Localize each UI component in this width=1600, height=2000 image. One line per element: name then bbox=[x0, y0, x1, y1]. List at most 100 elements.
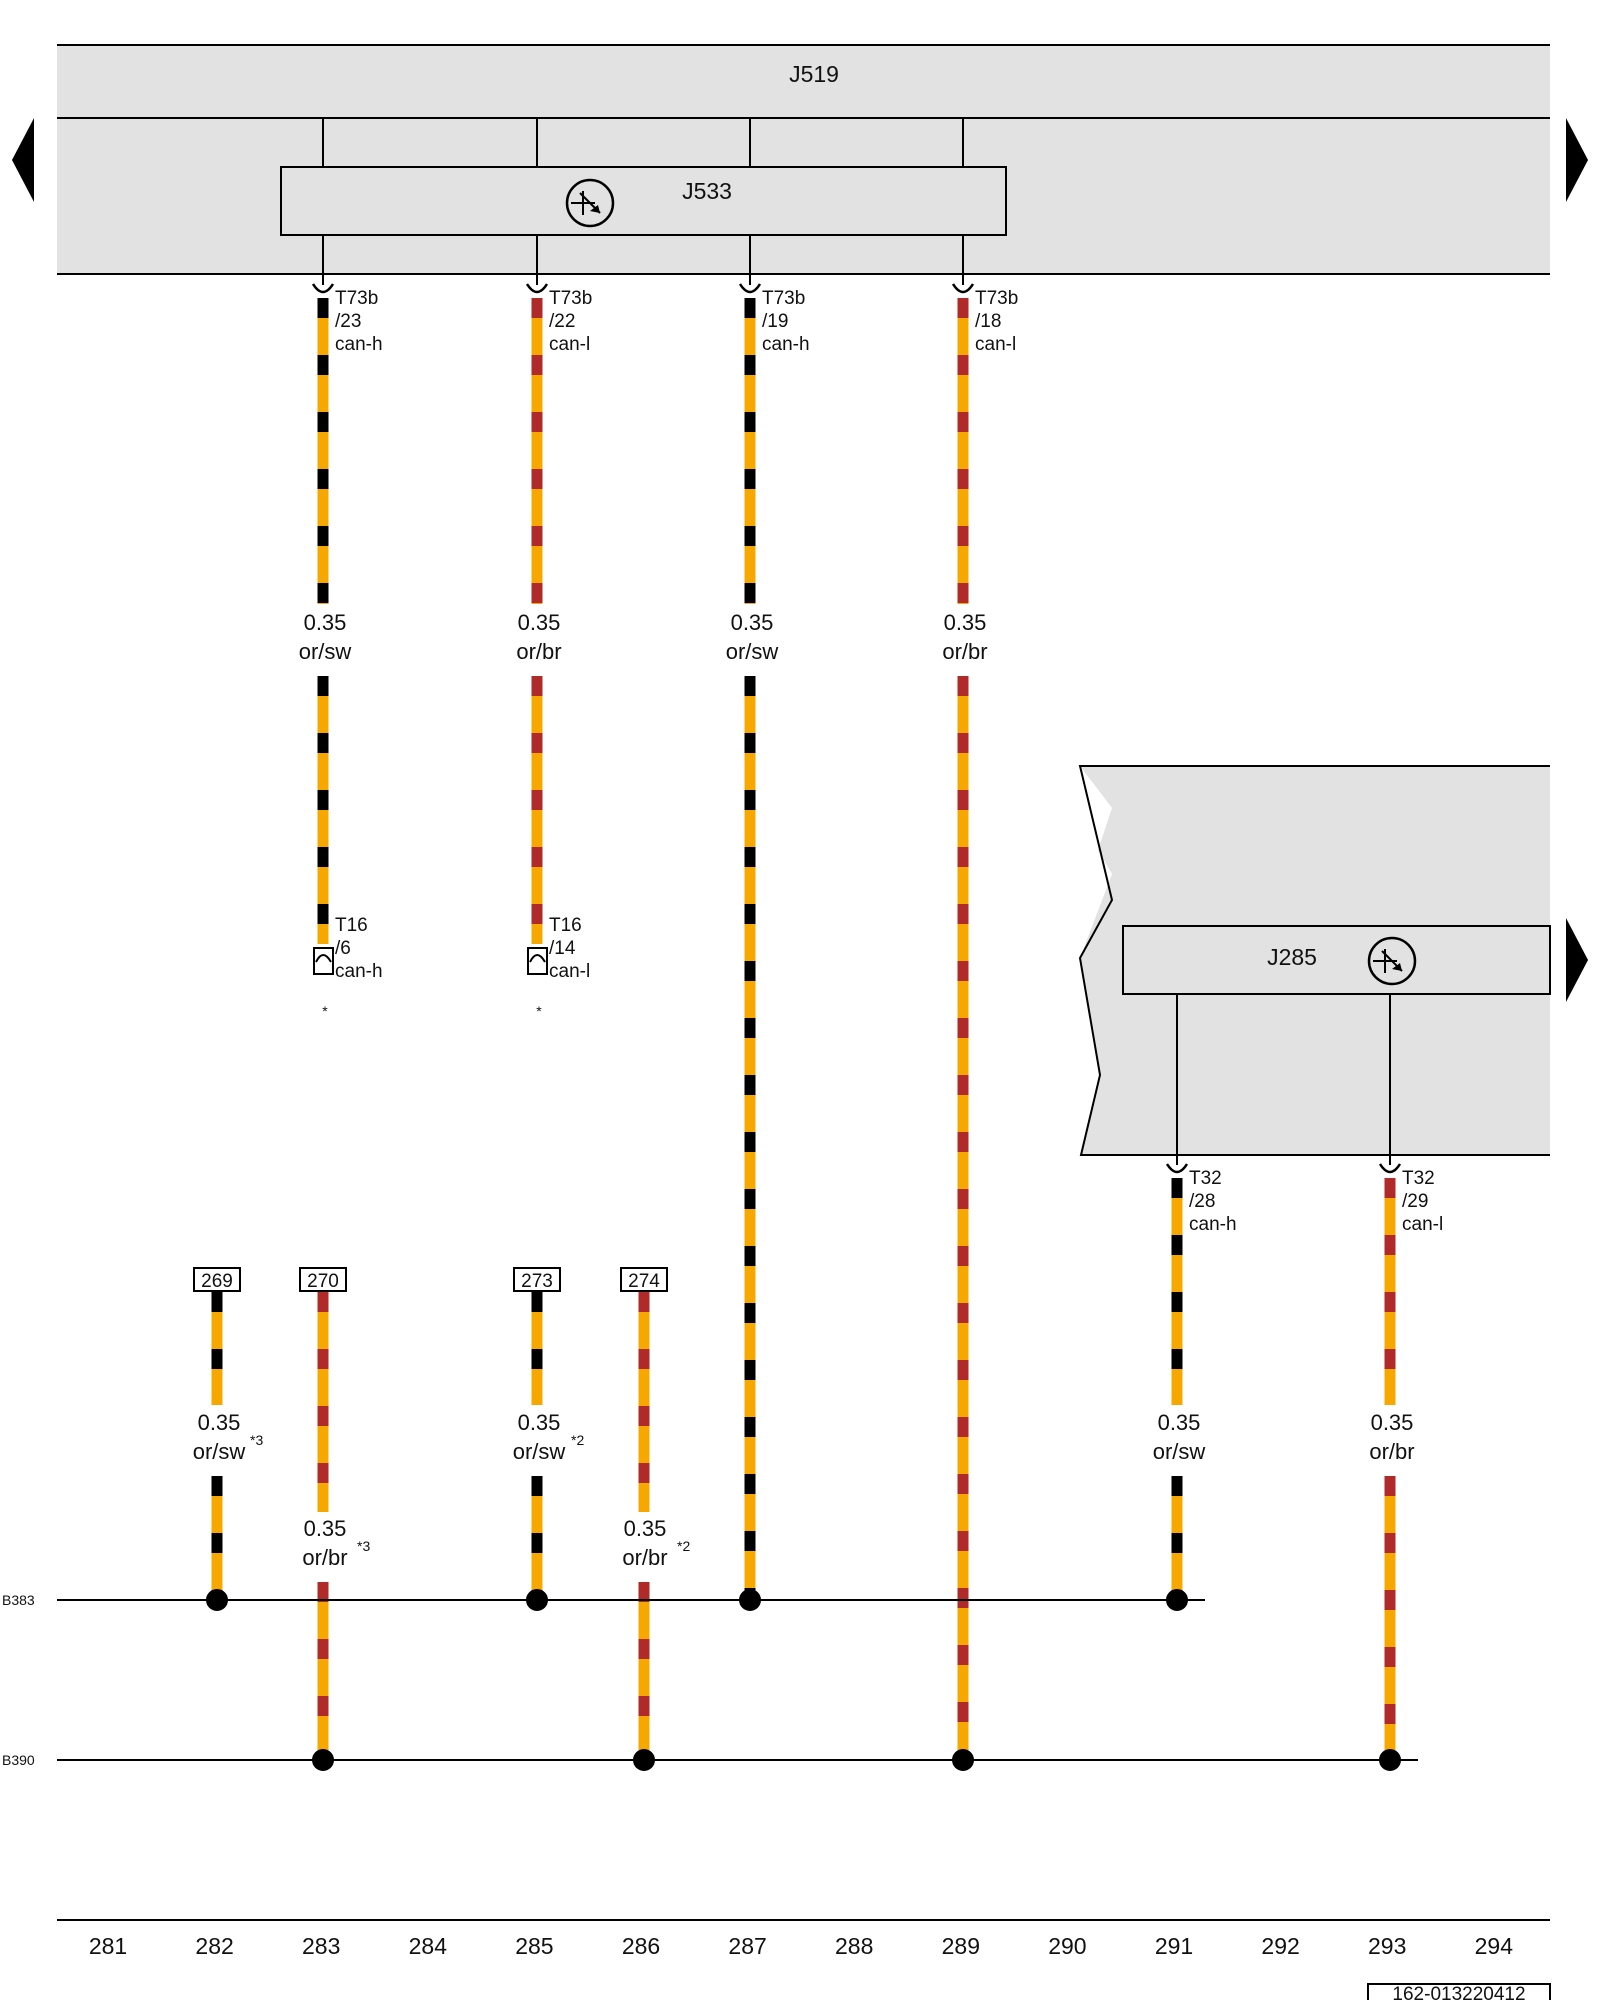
column-number: 285 bbox=[515, 1933, 553, 1959]
svg-text:0.35: 0.35 bbox=[518, 1410, 561, 1435]
svg-text:or/br: or/br bbox=[1369, 1439, 1414, 1464]
page-ref-box[interactable]: 274 bbox=[620, 1267, 668, 1292]
svg-text:0.35: 0.35 bbox=[518, 610, 561, 635]
svg-text:0.35: 0.35 bbox=[731, 610, 774, 635]
page-ref-box[interactable]: 269 bbox=[193, 1267, 241, 1292]
svg-text:or/sw: or/sw bbox=[513, 1439, 566, 1464]
connector-label-t73b-23: T73b /23 can-h bbox=[335, 288, 383, 355]
svg-text:/22: /22 bbox=[549, 311, 575, 332]
svg-text:/29: /29 bbox=[1402, 1191, 1428, 1212]
svg-text:0.35: 0.35 bbox=[624, 1516, 667, 1541]
svg-text:or/sw: or/sw bbox=[299, 639, 352, 664]
connector-label-t16-6: T16 /6 can-h bbox=[335, 915, 383, 982]
wire-label: 0.35 or/br *3 bbox=[302, 1516, 370, 1570]
svg-text:T16: T16 bbox=[549, 915, 582, 936]
svg-text:can-h: can-h bbox=[335, 961, 383, 982]
svg-text:T32: T32 bbox=[1189, 1168, 1222, 1189]
svg-text:or/br: or/br bbox=[942, 639, 987, 664]
svg-text:0.35: 0.35 bbox=[304, 1516, 347, 1541]
svg-text:or/sw: or/sw bbox=[193, 1439, 246, 1464]
wire-label: 0.35 or/sw bbox=[1153, 1410, 1206, 1464]
svg-text:can-h: can-h bbox=[762, 334, 810, 355]
svg-text:T73b: T73b bbox=[762, 288, 805, 309]
svg-text:T73b: T73b bbox=[975, 288, 1018, 309]
svg-text:270: 270 bbox=[307, 1271, 339, 1292]
svg-text:or/sw: or/sw bbox=[1153, 1439, 1206, 1464]
svg-text:can-l: can-l bbox=[549, 961, 590, 982]
svg-text:T73b: T73b bbox=[335, 288, 378, 309]
svg-text:/28: /28 bbox=[1189, 1191, 1215, 1212]
wire-label: 0.35 or/sw bbox=[726, 610, 779, 664]
wires bbox=[211, 298, 1396, 1760]
asterisk-note: * bbox=[536, 1003, 542, 1019]
page-ref-box[interactable]: 270 bbox=[299, 1267, 347, 1292]
svg-text:/18: /18 bbox=[975, 311, 1001, 332]
svg-text:B383: B383 bbox=[2, 1592, 35, 1608]
svg-text:can-l: can-l bbox=[975, 334, 1016, 355]
bus-b390: B390 bbox=[2, 1752, 1418, 1768]
svg-text:274: 274 bbox=[628, 1271, 660, 1292]
module-j285: J285 bbox=[1078, 765, 1551, 1165]
wire-label: 0.35 or/sw *3 bbox=[193, 1410, 264, 1464]
svg-text:T16: T16 bbox=[335, 915, 368, 936]
svg-text:or/sw: or/sw bbox=[726, 639, 779, 664]
wire-label: 0.35 or/sw *2 bbox=[513, 1410, 585, 1464]
wire-label: 0.35 or/br bbox=[1369, 1410, 1414, 1464]
document-id: 162-013220412 bbox=[1367, 1983, 1551, 2000]
connector-label-t16-14: T16 /14 can-l bbox=[549, 915, 590, 982]
svg-text:T32: T32 bbox=[1402, 1168, 1435, 1189]
wire-label: 0.35 or/br bbox=[516, 610, 561, 664]
svg-text:*2: *2 bbox=[571, 1432, 584, 1448]
svg-text:/14: /14 bbox=[549, 938, 576, 959]
svg-text:or/br: or/br bbox=[302, 1545, 347, 1570]
module-j519: J519 bbox=[57, 44, 1550, 275]
column-number: 281 bbox=[89, 1933, 127, 1959]
svg-text:or/br: or/br bbox=[516, 639, 561, 664]
svg-text:269: 269 bbox=[201, 1271, 233, 1292]
svg-text:/6: /6 bbox=[335, 938, 351, 959]
column-number: 290 bbox=[1048, 1933, 1086, 1959]
svg-text:/19: /19 bbox=[762, 311, 788, 332]
column-number: 283 bbox=[302, 1933, 340, 1959]
svg-text:162-013220412: 162-013220412 bbox=[1392, 1984, 1525, 2000]
svg-text:can-h: can-h bbox=[335, 334, 383, 355]
svg-text:273: 273 bbox=[521, 1271, 553, 1292]
wire-label: 0.35 or/br bbox=[942, 610, 987, 664]
column-number: 288 bbox=[835, 1933, 873, 1959]
t16-socket-icon bbox=[313, 947, 548, 975]
page-ref-box[interactable]: 273 bbox=[513, 1267, 561, 1292]
next-page-arrow-icon-lower[interactable] bbox=[1566, 918, 1588, 1002]
bus-b383: B383 bbox=[2, 1592, 1205, 1608]
column-number: 286 bbox=[622, 1933, 660, 1959]
svg-text:0.35: 0.35 bbox=[1371, 1410, 1414, 1435]
svg-text:*3: *3 bbox=[250, 1432, 263, 1448]
module-j533-symbol-icon bbox=[565, 178, 615, 228]
connector-label-t73b-18: T73b /18 can-l bbox=[975, 288, 1018, 355]
wire-label: 0.35 or/br *2 bbox=[622, 1516, 690, 1570]
module-j519-label: J519 bbox=[789, 61, 839, 87]
connector-pins bbox=[311, 283, 1402, 1174]
connector-label-t73b-22: T73b /22 can-l bbox=[549, 288, 592, 355]
asterisk-note: * bbox=[322, 1003, 328, 1019]
column-number: 294 bbox=[1475, 1933, 1514, 1959]
next-page-arrow-icon[interactable] bbox=[1566, 118, 1588, 202]
svg-text:0.35: 0.35 bbox=[1158, 1410, 1201, 1435]
column-number: 289 bbox=[942, 1933, 980, 1959]
module-j285-symbol-icon bbox=[1367, 936, 1417, 986]
module-j533-label: J533 bbox=[682, 178, 732, 204]
svg-text:or/br: or/br bbox=[622, 1545, 667, 1570]
splice-dots bbox=[206, 1589, 1401, 1771]
connector-label-t32-29: T32 /29 can-l bbox=[1402, 1168, 1443, 1235]
svg-text:can-l: can-l bbox=[1402, 1214, 1443, 1235]
prev-page-arrow-icon[interactable] bbox=[12, 118, 34, 202]
svg-text:*2: *2 bbox=[677, 1538, 690, 1554]
wire-label: 0.35 or/sw bbox=[299, 610, 352, 664]
column-number: 291 bbox=[1155, 1933, 1193, 1959]
svg-text:can-l: can-l bbox=[549, 334, 590, 355]
module-j285-label: J285 bbox=[1267, 944, 1317, 970]
svg-text:/23: /23 bbox=[335, 311, 361, 332]
svg-text:can-h: can-h bbox=[1189, 1214, 1237, 1235]
svg-text:T73b: T73b bbox=[549, 288, 592, 309]
column-number: 282 bbox=[195, 1933, 233, 1959]
